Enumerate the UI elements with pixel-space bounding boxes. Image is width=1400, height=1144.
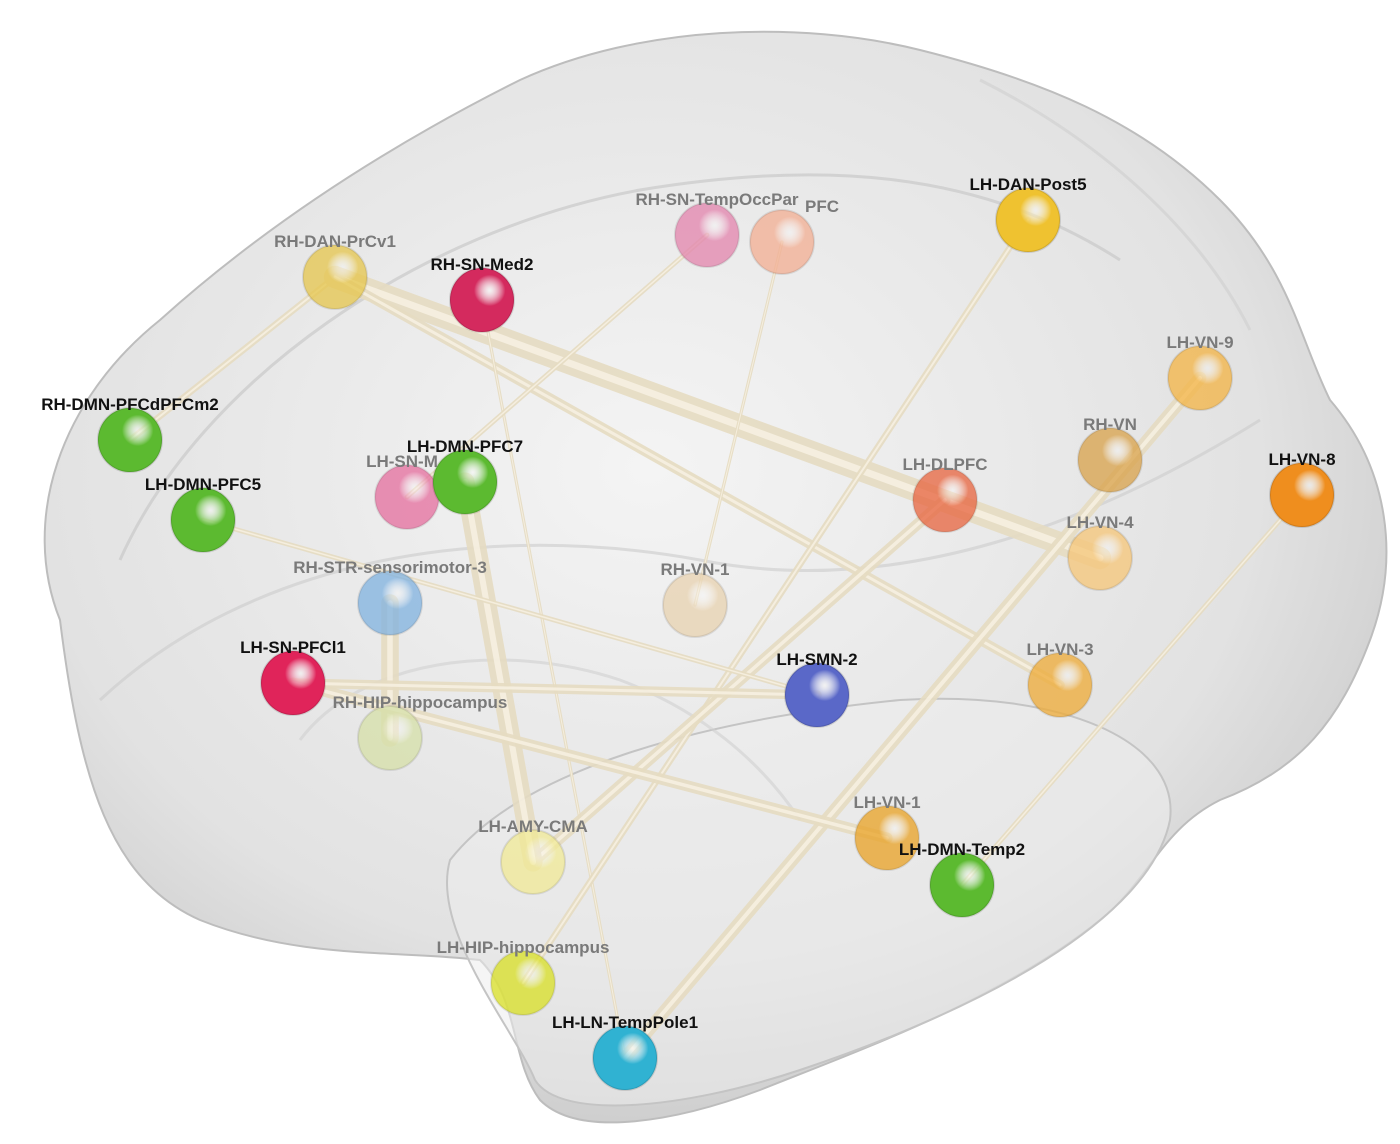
node-rh-sn-tempoccpar: RH-SN-TempOccPar: [635, 190, 799, 268]
node-sphere: [357, 570, 423, 636]
node-label: LH-SMN-2: [776, 650, 857, 669]
node-lh-vn-9: LH-VN-9: [1166, 333, 1234, 411]
node-sphere: [449, 267, 515, 333]
node-sphere: [749, 209, 815, 275]
node-sphere: [1269, 462, 1335, 528]
node-lh-dmn-pfc5: LH-DMN-PFC5: [145, 475, 261, 553]
node-sphere: [432, 449, 498, 515]
node-label: RH-STR-sensorimotor-3: [293, 558, 487, 577]
node-sphere: [357, 705, 423, 771]
brain-fold: [118, 173, 1121, 561]
node-lh-dan-post5: LH-DAN-Post5: [969, 175, 1087, 253]
node-sphere: [170, 487, 236, 553]
node-label: PFC: [805, 197, 839, 216]
node-sphere: [854, 805, 920, 871]
node-sphere: [929, 852, 995, 918]
node-label: LH-AMY-CMA: [478, 817, 588, 836]
node-label: RH-DMN-PFCdPFCm2: [41, 395, 219, 414]
node-sphere: [1067, 525, 1133, 591]
node-lh-dlpfc: LH-DLPFC: [903, 455, 988, 533]
node-rh-str-sensorimotor-3: RH-STR-sensorimotor-3: [293, 558, 487, 636]
node-rh-vn: RH-VN: [1077, 415, 1143, 493]
node-sphere: [662, 572, 728, 638]
node-sphere: [674, 202, 740, 268]
brain-fold: [979, 78, 1252, 331]
node-label: LH-DMN-Temp2: [899, 840, 1025, 859]
node-lh-hip-hippocampus: LH-HIP-hippocampus: [437, 938, 610, 1016]
edge-highlight: [481, 299, 626, 1059]
node-rh-dmn-pfcdpfcm2: RH-DMN-PFCdPFCm2: [41, 395, 219, 473]
node-label: RH-VN-1: [661, 560, 730, 579]
node-rh-sn-med2: RH-SN-Med2: [431, 255, 534, 333]
node-label: LH-VN-9: [1166, 333, 1233, 352]
edge-highlight: [333, 275, 1062, 687]
node-sphere: [374, 464, 440, 530]
node-sphere: [912, 467, 978, 533]
node-lh-amy-cma: LH-AMY-CMA: [478, 817, 588, 895]
edge-highlight: [129, 276, 336, 441]
node-label: RH-SN-TempOccPar: [635, 190, 798, 209]
node-label: LH-SN-PFCl1: [240, 638, 346, 657]
node-lh-sn-m: LH-SN-M: [366, 452, 440, 530]
node-rh-vn-1: RH-VN-1: [661, 560, 730, 638]
temporal-lobe: [446, 697, 1172, 1107]
node-lh-vn-8: LH-VN-8: [1268, 450, 1336, 528]
node-label: LH-SN-M: [366, 452, 438, 471]
node-lh-vn-1: LH-VN-1: [853, 793, 921, 871]
node-label: LH-LN-TempPole1: [552, 1013, 698, 1032]
node-label: LH-VN-3: [1026, 640, 1093, 659]
node-sphere: [995, 187, 1061, 253]
edge-highlight: [202, 519, 818, 696]
node-lh-smn-2: LH-SMN-2: [776, 650, 858, 728]
node-lh-ln-temppole1: LH-LN-TempPole1: [552, 1013, 698, 1091]
node-rh-hip-hippocampus: RH-HIP-hippocampus: [333, 693, 508, 771]
node-label: LH-DMN-PFC5: [145, 475, 261, 494]
node-lh-vn-4: LH-VN-4: [1066, 513, 1134, 591]
node-label: LH-VN-1: [853, 793, 920, 812]
edge-highlight: [531, 498, 947, 864]
node-label: RH-SN-Med2: [431, 255, 534, 274]
node-sphere: [490, 950, 556, 1016]
node-label: LH-VN-8: [1268, 450, 1335, 469]
node-lh-sn-pfcl1: LH-SN-PFCl1: [240, 638, 346, 716]
node-label: RH-VN: [1083, 415, 1137, 434]
node-sphere: [260, 650, 326, 716]
node-sphere: [1077, 427, 1143, 493]
node-lh-dmn-pfc7: LH-DMN-PFC7: [407, 437, 523, 515]
node-sphere: [500, 829, 566, 895]
node-label: RH-HIP-hippocampus: [333, 693, 508, 712]
node-sphere: [592, 1025, 658, 1091]
edge-highlight: [291, 681, 819, 697]
node-rh-dan-prcv1: RH-DAN-PrCv1: [274, 232, 396, 310]
node-sphere: [302, 244, 368, 310]
node-pfc: PFC: [749, 197, 839, 275]
node-lh-dmn-temp2: LH-DMN-Temp2: [899, 840, 1025, 918]
node-label: LH-HIP-hippocampus: [437, 938, 610, 957]
edge-highlight: [522, 219, 1029, 984]
node-sphere: [784, 662, 850, 728]
node-label: LH-DAN-Post5: [969, 175, 1086, 194]
node-sphere: [97, 407, 163, 473]
node-label: LH-DLPFC: [903, 455, 988, 474]
node-sphere: [1027, 652, 1093, 718]
node-lh-vn-3: LH-VN-3: [1026, 640, 1094, 718]
node-label: RH-DAN-PrCv1: [274, 232, 396, 251]
node-label: LH-VN-4: [1066, 513, 1134, 532]
edge-highlight: [694, 241, 783, 606]
node-label: LH-DMN-PFC7: [407, 437, 523, 456]
edge-highlight: [462, 479, 536, 865]
node-sphere: [1167, 345, 1233, 411]
edge-highlight: [961, 494, 1303, 886]
